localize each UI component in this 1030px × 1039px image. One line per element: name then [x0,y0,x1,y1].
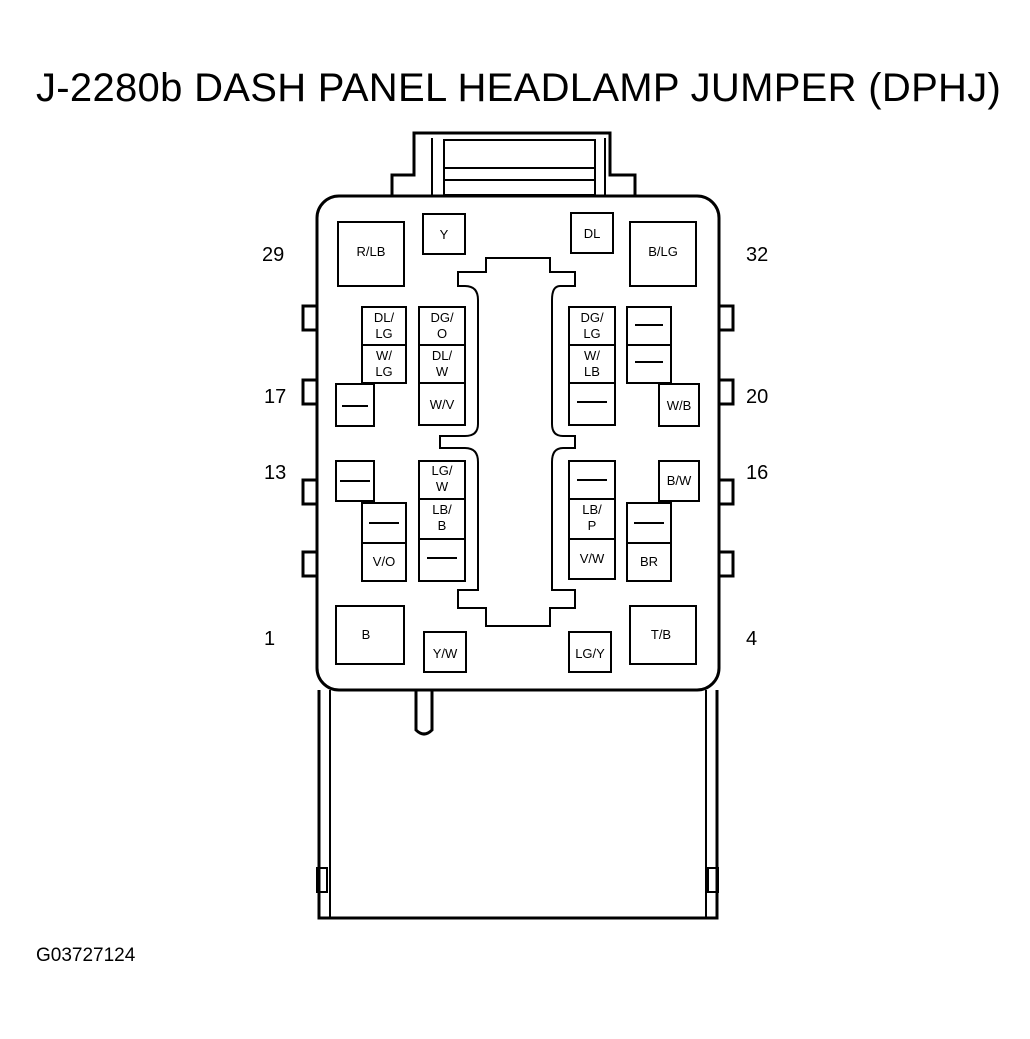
cavity-label: O [437,326,447,341]
connector-body [315,194,721,692]
cavity-blank-upper-center-right [568,382,616,426]
cavity-label: DL [584,226,601,241]
cavity-label: Y/W [433,646,458,661]
cavity-dl-lg [361,306,407,346]
figure-id: G03727124 [36,945,136,966]
connector-stem [414,690,434,736]
cavity-label: LG [583,326,600,341]
cavity-label: B [438,518,447,533]
cavity-y-w [423,631,467,673]
cavity-br [626,542,672,582]
cavity-lg-w [418,460,466,500]
cavity-w-b [658,383,700,427]
side-tab [301,304,317,332]
cavity-label: W/V [430,397,455,412]
cavity-label: LB/ [432,502,452,517]
center-channel [439,257,576,627]
cavity-label: T/B [651,627,671,642]
cavity-label: B/W [667,473,692,488]
cavity-label: BR [640,554,658,569]
cavity-label: W [436,479,449,494]
cavity-label: LB [584,364,600,379]
cavity-label: W/B [667,398,692,413]
pin-number-1: 1 [264,628,275,650]
cavity-label: LG/ [432,463,453,478]
cavity-label: W/ [376,348,392,363]
cavity-b-lg [629,221,697,287]
cavity-label: V/O [373,554,395,569]
side-tab [301,378,317,406]
cavity-blank-upper-right-2 [626,344,672,384]
cavity-label: LB/ [582,502,602,517]
cavity-label: W/ [584,348,600,363]
cavity-v-w [568,538,616,580]
cavity-label: LG [375,364,392,379]
cavity-b-w [658,460,700,502]
cavity-y [422,213,466,255]
pin-number-17: 17 [264,386,286,408]
pin-number-16: 16 [746,462,768,484]
side-tab [301,550,317,578]
cavity-label: B/LG [648,244,678,259]
cavity-label: B [362,627,371,642]
cavity-blank-lower-center-left [418,538,466,582]
cavity-v-o [361,542,407,582]
cavity-label: V/W [580,551,605,566]
connector-latch [390,131,637,196]
cavity-label: DL/ [432,348,453,363]
cavity-label: LG/Y [575,646,605,661]
cavity-w-lg [361,344,407,384]
connector-lower-housing [317,690,719,920]
cavity-label: R/LB [357,244,386,259]
pin-number-4: 4 [746,628,757,650]
pin-number-20: 20 [746,386,768,408]
cavity-label: LG [375,326,392,341]
cavity-label: DL/ [374,310,395,325]
side-tab [719,304,735,332]
cavity-r-lb [337,221,405,287]
pin-number-13: 13 [264,462,286,484]
pin-number-32: 32 [746,244,768,266]
cavity-label: Y [440,227,449,242]
pin-number-29: 29 [262,244,284,266]
cavity-lg-y [568,631,612,673]
cavity-label: W [436,364,449,379]
cavity-w-lb [568,344,616,384]
cavity-dl [570,212,614,254]
cavity-dg-lg [568,306,616,346]
cavity-lb-p [568,498,616,540]
cavity-dg-o [418,306,466,346]
cavity-b [335,605,405,665]
cavity-dl-w [418,344,466,384]
side-tab [719,378,735,406]
diagram-title: J-2280b DASH PANEL HEADLAMP JUMPER (DPHJ… [36,66,1002,110]
cavity-label: DG/ [430,310,454,325]
cavity-label: P [588,518,597,533]
side-tab [719,550,735,578]
cavity-label: DG/ [580,310,604,325]
cavity-w-v [418,382,466,426]
cavity-t-b [629,605,697,665]
side-tab [301,478,317,506]
side-tab [719,478,735,506]
